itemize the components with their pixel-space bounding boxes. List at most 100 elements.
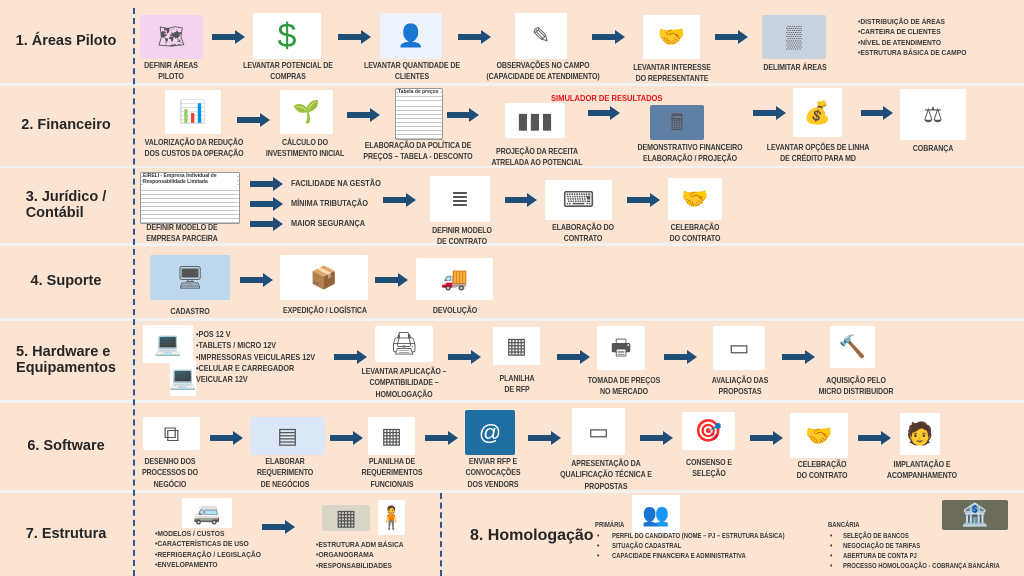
computer-user-icon: 🖥: [150, 255, 230, 300]
arrow-right-icon: [240, 273, 273, 287]
bullet-dot: •: [830, 531, 833, 540]
keyboard-icon: ⌨: [545, 180, 612, 220]
map-icon: 🗺: [140, 15, 203, 59]
step-label: IMPLANTAÇÃO E ACOMPANHAMENTO: [886, 460, 958, 481]
step-label: PLANILHA DE REQUERIMENTOS FUNCIONAIS: [361, 457, 423, 489]
simulator-note: SIMULADOR DE RESULTADOS: [551, 93, 663, 103]
bullet-dot: •: [597, 531, 600, 540]
step-label: TOMADA DE PREÇOS NO MERCADO: [587, 376, 661, 397]
step-label: DEFINIR MODELO DE CONTRATO: [432, 226, 492, 247]
org-chart-icon: 🧍: [378, 500, 405, 535]
step-label: DEFINIR ÁREAS PILOTO: [144, 61, 198, 82]
step-label: CÁLCULO DO INVESTIMENTO INICIAL: [265, 138, 345, 159]
bullet-dot: •: [830, 561, 833, 570]
arrow-right-icon: [627, 193, 660, 207]
arrow-right-icon: [715, 30, 748, 44]
structure-bullets: •ESTRUTURA ADM BÁSICA •ORGANOGRAMA •RESP…: [316, 540, 404, 570]
step-label: DEMONSTRATIVO FINANCEIRO ELABORAÇÃO / PR…: [637, 143, 743, 164]
step-label: CELEBRAÇÃO DO CONTRATO: [669, 223, 721, 244]
arrow-right-icon: [210, 431, 243, 445]
divider-dashed-vertical: [133, 8, 135, 576]
network-person-icon: 👤: [380, 13, 442, 59]
requirements-icon: ▤: [250, 417, 325, 455]
arrow-right-icon: [338, 30, 371, 44]
step-label: ENVIAR RFP E CONVOCAÇÕES DOS VENDORS: [465, 457, 521, 489]
notes-pen-icon: ✎: [515, 13, 567, 59]
step-label: LEVANTAR QUANTIDADE DE CLIENTES: [363, 61, 461, 82]
row-title-text: 4. Suporte: [30, 273, 102, 290]
step-label: VALORIZAÇÃO DA REDUÇÃO DOS CUSTOS DA OPE…: [144, 138, 244, 159]
arrow-right-icon: [782, 350, 815, 364]
step-label: COBRANÇA: [912, 144, 954, 153]
office-plan-icon: ▦: [322, 505, 370, 531]
step-label: CELEBRAÇÃO DO CONTRATO: [796, 460, 848, 481]
legal-option: MÍNIMA TRIBUTAÇÃO: [291, 198, 368, 208]
bar-chart-icon: 📊: [165, 90, 221, 134]
step-label: AQUISIÇÃO PELO MICRO DISTRIBUIDOR: [818, 376, 894, 397]
step-label: LEVANTAR POTENCIAL DE COMPRAS: [243, 61, 333, 82]
document-title: EIRELI - Empresa Individual de Responsab…: [143, 173, 237, 185]
handshake-icon: 🤝: [668, 178, 722, 220]
dollar-icon: $: [253, 13, 321, 59]
calculator-icon: 🖩: [650, 105, 704, 140]
email-icon: @: [465, 410, 515, 455]
bancaria-item: SELEÇÃO DE BANCOS: [843, 531, 909, 540]
bancaria-item: ABERTURA DE CONTA PJ: [843, 551, 917, 560]
arrow-right-icon: [448, 350, 481, 364]
arrow-right-icon: [212, 30, 245, 44]
step-label: ELABORAR REQUERIMENTO DE NEGÓCIOS: [256, 457, 314, 489]
step-label: DESENHO DOS PROCESSOS DO NEGÓCIO: [141, 457, 199, 489]
row-title-text: 1. Áreas Piloto: [15, 32, 117, 49]
row-title-text: 2. Financeiro: [21, 117, 111, 134]
row-title-5: 5. Hardware e Equipamentos: [0, 321, 132, 400]
legal-option: MAIOR SEGURANÇA: [291, 218, 366, 228]
spreadsheet-icon: ▦: [493, 327, 540, 365]
arrow-right-icon: [505, 193, 537, 207]
step-label: ELABORAÇÃO DO CONTRATO: [552, 223, 614, 244]
primaria-item: PERFIL DO CANDIDATO (NOME – PJ – ESTRUTU…: [612, 531, 785, 540]
arrow-right-icon: [425, 431, 458, 445]
row-title-text: 3. Jurídico / Contábil: [25, 189, 107, 221]
row-band-7: [0, 493, 1024, 576]
revenue-chart-icon: ▮▮▮: [505, 103, 565, 138]
arrow-right-icon: [664, 350, 697, 364]
bullet-dot: •: [830, 541, 833, 550]
step-label: DELIMITAR ÁREAS: [763, 63, 827, 72]
row-title-text: 7. Estrutura: [25, 525, 107, 542]
arrow-right-icon: [458, 30, 491, 44]
arrow-right-icon: [528, 431, 561, 445]
row-title-text: 5. Hardware e Equipamentos: [16, 344, 116, 376]
bullet-dot: •: [597, 551, 600, 560]
arrow-right-icon: [640, 431, 673, 445]
step-label: LEVANTAR APLICAÇÃO – COMPATIBILIDADE – H…: [361, 367, 447, 399]
arrow-right-icon: [861, 106, 893, 120]
arrow-right-icon: [858, 431, 891, 445]
row-title-1: 1. Áreas Piloto: [0, 0, 132, 83]
money-bag-icon: 💰: [793, 88, 842, 137]
arrow-right-icon: [334, 350, 367, 364]
row-title-text: 6. Software: [27, 437, 105, 454]
step-label: ELABORAÇÃO DA POLÍTICA DE PREÇOS – TABEL…: [363, 141, 473, 162]
arrow-right-icon: [383, 193, 416, 207]
bancaria-item: NEGOCIAÇÃO DE TARIFAS: [843, 541, 921, 550]
arrow-right-icon: [250, 197, 283, 211]
row-title-4: 4. Suporte: [0, 246, 132, 318]
bullet-dot: •: [830, 551, 833, 560]
step-label: EXPEDIÇÃO / LOGÍSTICA: [283, 306, 367, 315]
area-map-icon: ▒: [762, 15, 826, 59]
row1-bullets: •DISTRIBUIÇÃO DE ÁREAS •CARTEIRA DE CLIE…: [858, 17, 967, 58]
arrow-right-icon: [262, 520, 295, 534]
step-label: PROJEÇÃO DA RECEITA ATRELADA AO POTENCIA…: [491, 147, 583, 168]
arrow-right-icon: [347, 108, 380, 122]
vehicle-bullets: •MODELOS / CUSTOS •CARACTERÍSTICAS DE US…: [155, 529, 261, 570]
laptop-icon: 💻: [170, 360, 196, 396]
presenter-icon: 🧑: [900, 413, 940, 455]
flowchart-icon: ⧉: [143, 417, 200, 450]
bancaria-heading: BANCÁRIA: [828, 520, 860, 529]
step-label: DEFINIR MODELO DE EMPRESA PARCEIRA: [146, 223, 218, 244]
handshake-icon: 🤝: [643, 15, 700, 59]
arrow-right-icon: [250, 177, 283, 191]
hardware-bullets: •POS 12 V •TABLETS / MICRO 12V •IMPRESSO…: [196, 330, 316, 385]
row-title-2: 2. Financeiro: [0, 86, 132, 166]
